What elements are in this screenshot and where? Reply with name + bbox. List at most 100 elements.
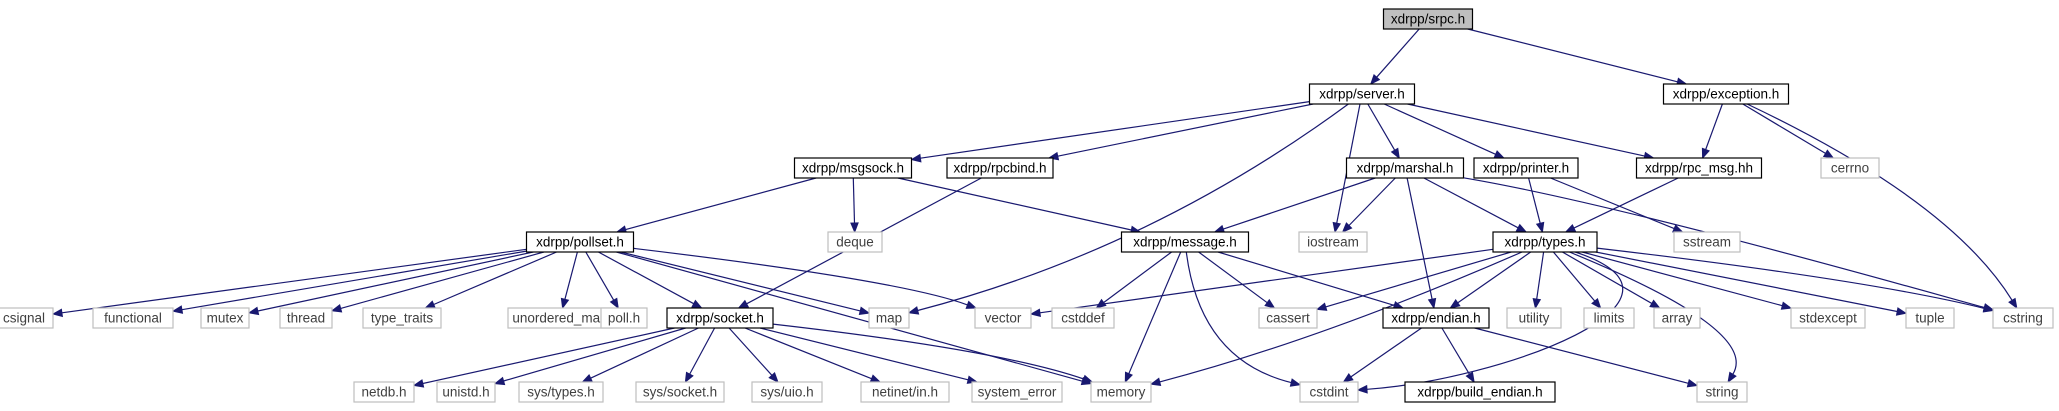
node-utility: utility xyxy=(1506,307,1562,329)
node-box xyxy=(1345,157,1465,179)
arrowhead xyxy=(424,300,436,309)
edge-line xyxy=(61,248,527,314)
node-memory: memory xyxy=(1090,381,1152,403)
node-types[interactable]: xdrpp/types.h xyxy=(1492,231,1598,253)
edge-types-to-cstring xyxy=(1596,247,1995,313)
edge-types-to-stdexcept xyxy=(1582,251,1793,310)
edge-line xyxy=(1367,103,1396,151)
edge-line xyxy=(1057,103,1314,157)
node-box xyxy=(362,307,442,329)
node-server[interactable]: xdrpp/server.h xyxy=(1308,83,1416,105)
edge-line xyxy=(1742,103,1826,154)
arrowhead xyxy=(907,306,920,315)
arrowhead xyxy=(1149,377,1162,386)
edge-line xyxy=(1550,177,1675,230)
edge-marshal-to-iostream xyxy=(1341,177,1396,233)
edge-types-to-vector xyxy=(1029,248,1494,318)
arrowhead xyxy=(1342,373,1354,383)
edge-endian-to-build_endian xyxy=(1441,327,1475,384)
edge-msgsock-to-deque xyxy=(850,177,859,234)
edge-server-to-map xyxy=(907,103,1349,315)
arrowhead xyxy=(1356,384,1368,394)
node-sstream: sstream xyxy=(1673,231,1741,253)
edge-line xyxy=(920,101,1310,159)
edge-line xyxy=(1582,251,1783,307)
node-box xyxy=(793,157,913,179)
edge-line xyxy=(181,250,527,311)
arrowhead xyxy=(1649,299,1661,309)
node-label: xdrpp/msgsock.h xyxy=(802,161,904,176)
edge-pollset-to-functional xyxy=(171,250,527,314)
arrowhead xyxy=(1315,302,1328,311)
arrowhead xyxy=(51,308,63,318)
arrowhead xyxy=(1727,371,1737,384)
edge-line xyxy=(564,251,578,300)
node-label: xdrpp/message.h xyxy=(1133,235,1237,250)
node-cerrno: cerrno xyxy=(1820,157,1880,179)
edge-line xyxy=(852,177,856,224)
edge-pollset-to-thread xyxy=(330,251,545,313)
node-cstddef: cstddef xyxy=(1051,307,1115,329)
edge-line xyxy=(1406,177,1433,300)
node-label: system_error xyxy=(978,385,1057,400)
arrowhead xyxy=(1390,147,1400,160)
node-printer[interactable]: xdrpp/printer.h xyxy=(1473,157,1579,179)
edge-message-to-cstdint xyxy=(1185,251,1302,387)
node-netinet-in: netinet/in.h xyxy=(860,381,950,403)
arrowhead xyxy=(609,297,619,310)
edge-line xyxy=(1350,327,1422,378)
edge-socket-to-sys_uio xyxy=(728,327,779,383)
node-marshal[interactable]: xdrpp/marshal.h xyxy=(1345,157,1465,179)
arrowhead xyxy=(560,297,570,310)
node-message[interactable]: xdrpp/message.h xyxy=(1120,231,1250,253)
node-label: map xyxy=(876,311,902,326)
node-box xyxy=(868,307,910,329)
arrowhead xyxy=(247,306,260,316)
node-build-endian[interactable]: xdrpp/build_endian.h xyxy=(1404,381,1556,403)
node-label: memory xyxy=(1097,385,1146,400)
node-socket[interactable]: xdrpp/socket.h xyxy=(666,307,774,329)
node-label: netdb.h xyxy=(361,385,406,400)
node-rpcbind[interactable]: xdrpp/rpcbind.h xyxy=(946,157,1054,179)
node-label: vector xyxy=(985,311,1022,326)
edge-line xyxy=(759,327,969,381)
node-type-traits: type_traits xyxy=(362,307,442,329)
edge-server-to-marshal xyxy=(1367,103,1400,160)
node-exception[interactable]: xdrpp/exception.h xyxy=(1662,83,1790,105)
node-endian[interactable]: xdrpp/endian.h xyxy=(1382,307,1490,329)
arrowhead xyxy=(737,299,750,309)
arrowhead xyxy=(1535,221,1545,234)
node-pollset[interactable]: xdrpp/pollset.h xyxy=(525,231,635,253)
edge-types-to-memory xyxy=(1149,251,1523,386)
node-msgsock[interactable]: xdrpp/msgsock.h xyxy=(793,157,913,179)
edge-line xyxy=(1039,248,1494,314)
arrowhead xyxy=(1564,224,1577,233)
node-box xyxy=(353,381,415,403)
arrowhead xyxy=(1081,374,1094,383)
node-box xyxy=(1653,307,1701,329)
edge-endian-to-cstdint xyxy=(1342,327,1422,383)
node-box xyxy=(1492,231,1598,253)
node-stdexcept: stdexcept xyxy=(1790,307,1866,329)
node-box xyxy=(1382,307,1490,329)
node-label: thread xyxy=(287,311,325,326)
node-rpc-msg[interactable]: xdrpp/rpc_msg.hh xyxy=(1635,157,1763,179)
arrowhead xyxy=(1982,304,1995,313)
node-box xyxy=(1635,157,1763,179)
node-label: tuple xyxy=(1915,311,1944,326)
node-string: string xyxy=(1696,381,1748,403)
node-label: xdrpp/types.h xyxy=(1504,235,1585,250)
edge-line xyxy=(1457,251,1532,304)
node-functional: functional xyxy=(92,307,174,329)
node-map: map xyxy=(868,307,910,329)
node-srpc[interactable]: xdrpp/srpc.h xyxy=(1382,8,1474,30)
node-box xyxy=(1120,231,1250,253)
edge-socket-to-memory xyxy=(772,323,1094,383)
node-box xyxy=(279,307,333,329)
edge-message-to-memory xyxy=(1124,251,1182,384)
node-box xyxy=(1673,231,1741,253)
node-box xyxy=(1404,381,1556,403)
edge-pollset-to-vector xyxy=(633,247,978,309)
arrowhead xyxy=(1493,150,1506,159)
